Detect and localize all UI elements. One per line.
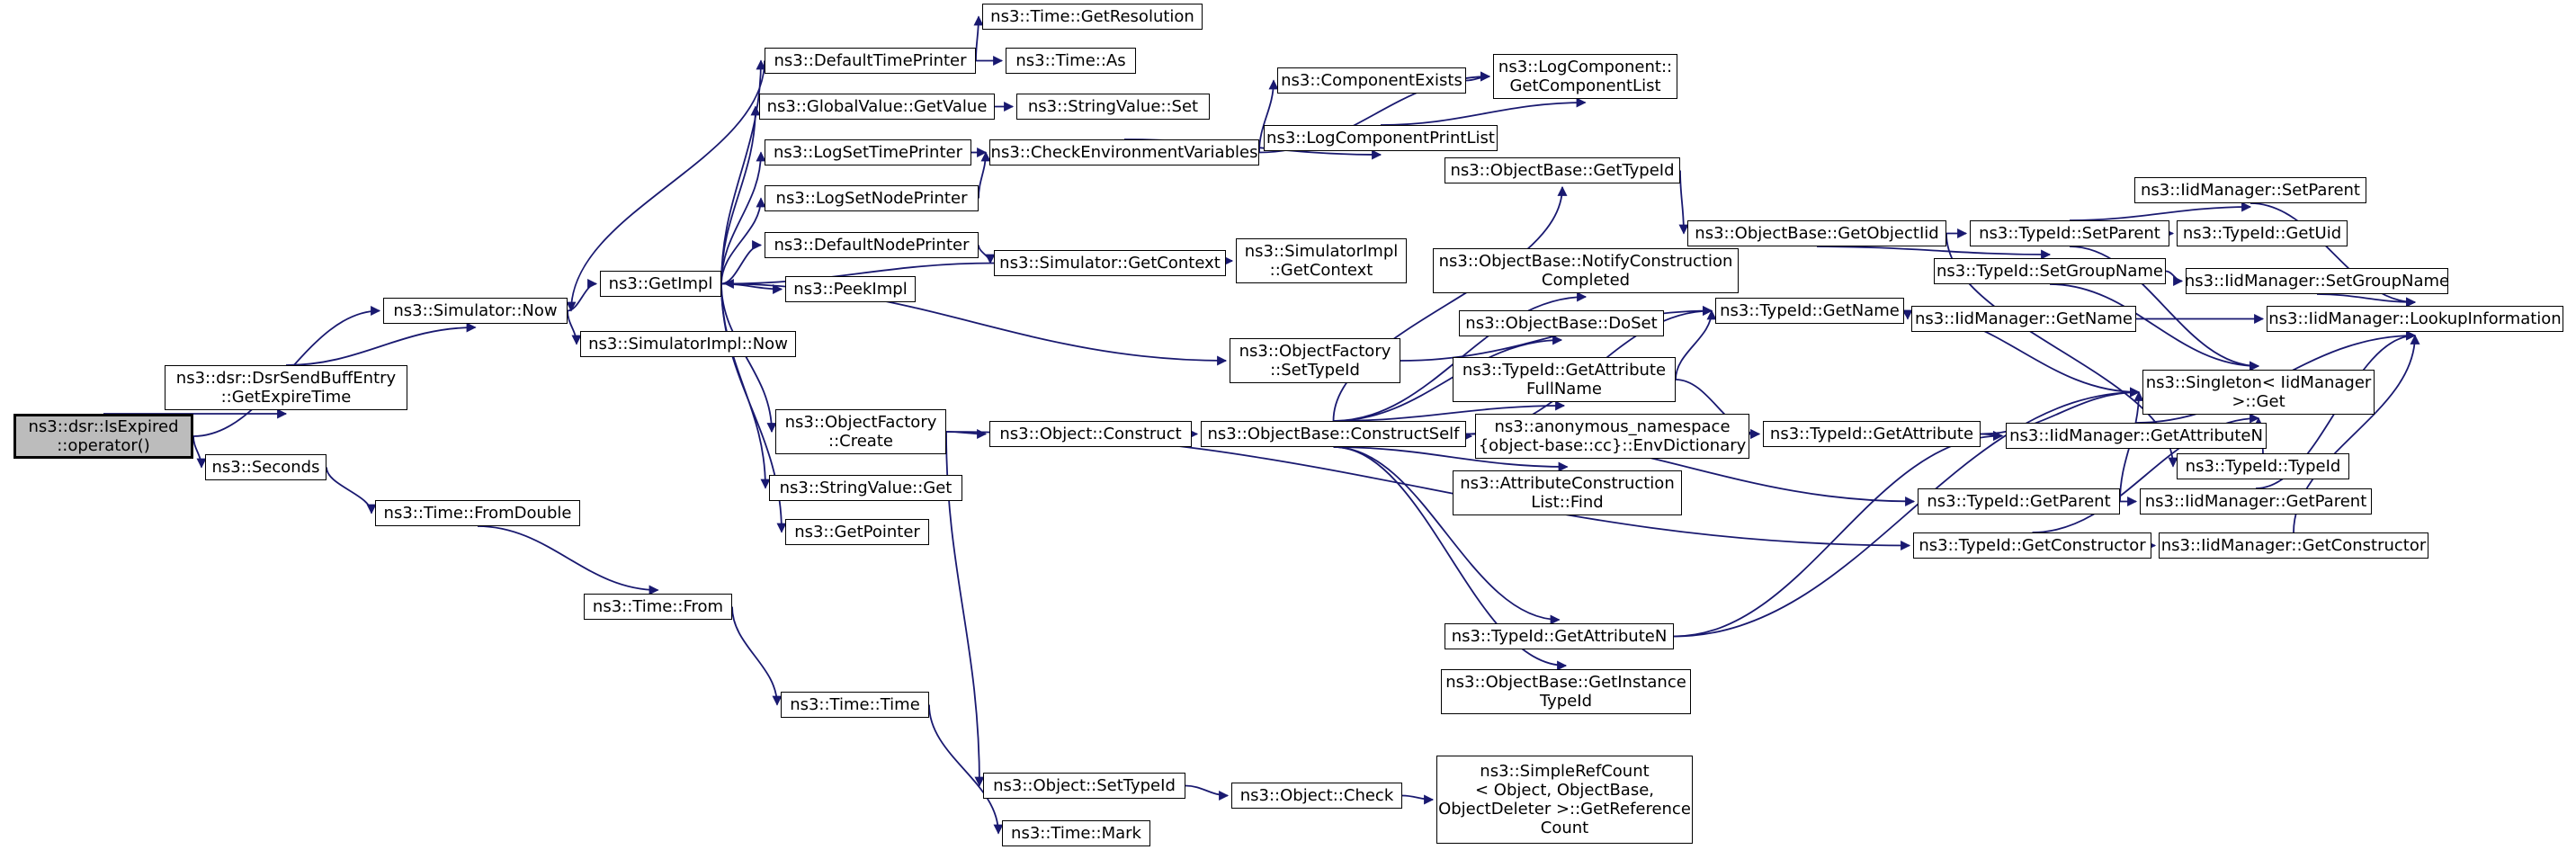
node-iidgetconstructor[interactable]: ns3::IidManager::GetConstructor <box>2159 532 2428 559</box>
node-tidtypeid[interactable]: ns3::TypeId::TypeId <box>2177 453 2349 479</box>
node-lookupinfo[interactable]: ns3::IidManager::LookupInformation <box>2267 306 2563 332</box>
node-logsettimeprinter[interactable]: ns3::LogSetTimePrinter <box>765 139 971 166</box>
edge-constructself-getinstancetypeid <box>1333 446 1568 671</box>
edge-fromdouble-timefrom <box>477 525 659 595</box>
node-aclfind[interactable]: ns3::AttributeConstruction List::Find <box>1453 470 1682 515</box>
edge-obgettypeid-getobjectiid <box>1678 170 1689 235</box>
edge-simgetcontext-getimpl <box>723 262 995 289</box>
edge-constructself-doset <box>1333 335 1563 422</box>
edge-deftimeprinter-getresolution <box>973 15 984 61</box>
edge-objsettypeid-objcheck <box>1185 784 1230 801</box>
edge-defnodeprinter-simgetcontext <box>978 245 996 264</box>
node-iidgetattrn[interactable]: ns3::IidManager::GetAttributeN <box>2006 423 2267 449</box>
edge-constructself-tidgetattrn <box>1333 446 1561 625</box>
edge-iidsetparent-lookupinfo <box>2250 202 2417 308</box>
node-timeas[interactable]: ns3::Time::As <box>1006 48 1136 74</box>
node-envdictionary[interactable]: ns3::anonymous_namespace {object-base::c… <box>1475 414 1749 459</box>
node-getobjectiid[interactable]: ns3::ObjectBase::GetObjectIid <box>1687 220 1946 246</box>
node-tidgetconstructor[interactable]: ns3::TypeId::GetConstructor <box>1913 532 2151 559</box>
edge-tidsetgroupname-singletonget <box>2049 283 2260 371</box>
edge-getexpiretime-simnow <box>285 322 477 366</box>
node-getcomponentlist[interactable]: ns3::LogComponent:: GetComponentList <box>1493 54 1677 99</box>
node-checkenv[interactable]: ns3::CheckEnvironmentVariables <box>989 139 1259 166</box>
node-logcomponentprintlist[interactable]: ns3::LogComponentPrintList <box>1264 125 1498 151</box>
edge-checkenv-componentexists <box>1258 79 1279 153</box>
node-deftimeprinter[interactable]: ns3::DefaultTimePrinter <box>765 48 976 74</box>
node-iidgetparent[interactable]: ns3::IidManager::GetParent <box>2140 488 2372 514</box>
node-objsettypeid[interactable]: ns3::Object::SetTypeId <box>983 773 1185 799</box>
node-tidgetattr[interactable]: ns3::TypeId::GetAttribute <box>1763 421 1981 447</box>
edge-tidgetattrn-singletonget <box>1673 387 2141 638</box>
node-timefrom[interactable]: ns3::Time::From <box>584 594 732 620</box>
node-seconds[interactable]: ns3::Seconds <box>205 454 326 480</box>
node-iidgetname[interactable]: ns3::IidManager::GetName <box>1911 306 2136 332</box>
node-simimplgetcontext[interactable]: ns3::SimulatorImpl ::GetContext <box>1236 238 1407 283</box>
node-timemark[interactable]: ns3::Time::Mark <box>1002 820 1150 846</box>
edge-getobjectiid-tidsetgroupname <box>1816 246 2052 260</box>
edge-constructself-aclfind <box>1333 446 1569 472</box>
edge-getattrfullname-tidgetname <box>1675 309 1717 380</box>
node-iidsetgroupname[interactable]: ns3::IidManager::SetGroupName <box>2185 268 2449 294</box>
node-isexpired: ns3::dsr::IsExpired ::operator() <box>13 414 193 459</box>
edge-simgetcontext-simimplgetcontext <box>1223 255 1234 266</box>
node-factorycreate[interactable]: ns3::ObjectFactory ::Create <box>775 409 946 454</box>
node-gvgetvalue[interactable]: ns3::GlobalValue::GetValue <box>759 94 995 120</box>
node-tidsetparent[interactable]: ns3::TypeId::SetParent <box>1970 220 2169 246</box>
edge-iidsetgroupname-lookupinfo <box>2316 293 2417 308</box>
node-tidsetgroupname[interactable]: ns3::TypeId::SetGroupName <box>1934 258 2166 284</box>
node-simnow[interactable]: ns3::Simulator::Now <box>383 298 568 324</box>
node-constructself[interactable]: ns3::ObjectBase::ConstructSelf <box>1201 421 1466 447</box>
node-tidgetparent[interactable]: ns3::TypeId::GetParent <box>1918 488 2120 514</box>
node-tidgetname[interactable]: ns3::TypeId::GetName <box>1715 298 1904 324</box>
node-svset[interactable]: ns3::StringValue::Set <box>1016 94 1210 120</box>
edge-tidsetgroupname-iidsetgroupname <box>2165 270 2184 286</box>
node-logsetnodeprinter[interactable]: ns3::LogSetNodePrinter <box>765 185 979 211</box>
node-getattrfullname[interactable]: ns3::TypeId::GetAttribute FullName <box>1453 357 1676 402</box>
edge-getimpl-factorycreate <box>720 283 777 434</box>
node-tidgetattrn[interactable]: ns3::TypeId::GetAttributeN <box>1445 623 1674 649</box>
edge-tidsetparent-iidsetparent <box>2069 201 2252 221</box>
edge-factorycreate-tidgetconstructor <box>945 431 1911 550</box>
node-objcheck[interactable]: ns3::Object::Check <box>1231 783 1402 809</box>
edge-isexpired-seconds <box>192 435 207 469</box>
node-getinstancetypeid[interactable]: ns3::ObjectBase::GetInstance TypeId <box>1441 669 1691 714</box>
edge-tidsetparent-singletonget <box>2069 246 2260 371</box>
edge-tidgetname-iidgetname <box>1902 309 1913 320</box>
edge-componentexists-getcomponentlist <box>1465 71 1491 82</box>
node-simplerefcount[interactable]: ns3::SimpleRefCount < Object, ObjectBase… <box>1436 756 1693 844</box>
node-timetime[interactable]: ns3::Time::Time <box>781 692 929 718</box>
edge-deftimeprinter-simnow <box>566 60 765 312</box>
node-peekimpl[interactable]: ns3::PeekImpl <box>785 276 916 302</box>
edge-getimpl-gvgetvalue <box>720 105 761 284</box>
node-getexpiretime[interactable]: ns3::dsr::DsrSendBuffEntry ::GetExpireTi… <box>165 365 407 410</box>
edge-constructself-obgettypeid <box>1332 185 1568 422</box>
node-tidgetuid[interactable]: ns3::TypeId::GetUid <box>2177 220 2348 246</box>
node-svget[interactable]: ns3::StringValue::Get <box>769 475 962 501</box>
edge-timetime-timemark <box>928 704 1004 835</box>
node-doset[interactable]: ns3::ObjectBase::DoSet <box>1459 310 1664 336</box>
node-factorysettypeid[interactable]: ns3::ObjectFactory ::SetTypeId <box>1230 338 1400 383</box>
node-iidsetparent[interactable]: ns3::IidManager::SetParent <box>2134 177 2366 203</box>
edge-timefrom-timetime <box>731 606 783 706</box>
node-simimplnow[interactable]: ns3::SimulatorImpl::Now <box>580 331 796 357</box>
edge-objcheck-simplerefcount <box>1401 794 1435 805</box>
node-singletonget[interactable]: ns3::Singleton< IidManager >::Get <box>2142 370 2375 415</box>
edge-simnow-simimplnow <box>567 310 582 345</box>
node-getpointer[interactable]: ns3::GetPointer <box>785 519 929 545</box>
node-objconstruct[interactable]: ns3::Object::Construct <box>989 421 1192 447</box>
edge-seconds-fromdouble <box>326 467 377 514</box>
edge-getimpl-logsetnodeprinter <box>720 197 766 284</box>
edge-getimpl-logsettimeprinter <box>720 151 766 284</box>
node-fromdouble[interactable]: ns3::Time::FromDouble <box>375 500 580 526</box>
node-obgettypeid[interactable]: ns3::ObjectBase::GetTypeId <box>1445 157 1680 183</box>
node-simgetcontext[interactable]: ns3::Simulator::GetContext <box>994 250 1226 276</box>
node-getimpl[interactable]: ns3::GetImpl <box>600 271 721 297</box>
node-componentexists[interactable]: ns3::ComponentExists <box>1277 67 1466 94</box>
edge-constructself-getattrfullname <box>1333 400 1566 422</box>
edge-logcomponentprintlist-getcomponentlist <box>1380 97 1587 126</box>
node-defnodeprinter[interactable]: ns3::DefaultNodePrinter <box>765 232 979 258</box>
edge-logsetnodeprinter-checkenv <box>978 151 991 199</box>
node-notifyconstruction[interactable]: ns3::ObjectBase::NotifyConstruction Comp… <box>1433 248 1739 293</box>
node-getresolution[interactable]: ns3::Time::GetResolution <box>982 4 1203 30</box>
